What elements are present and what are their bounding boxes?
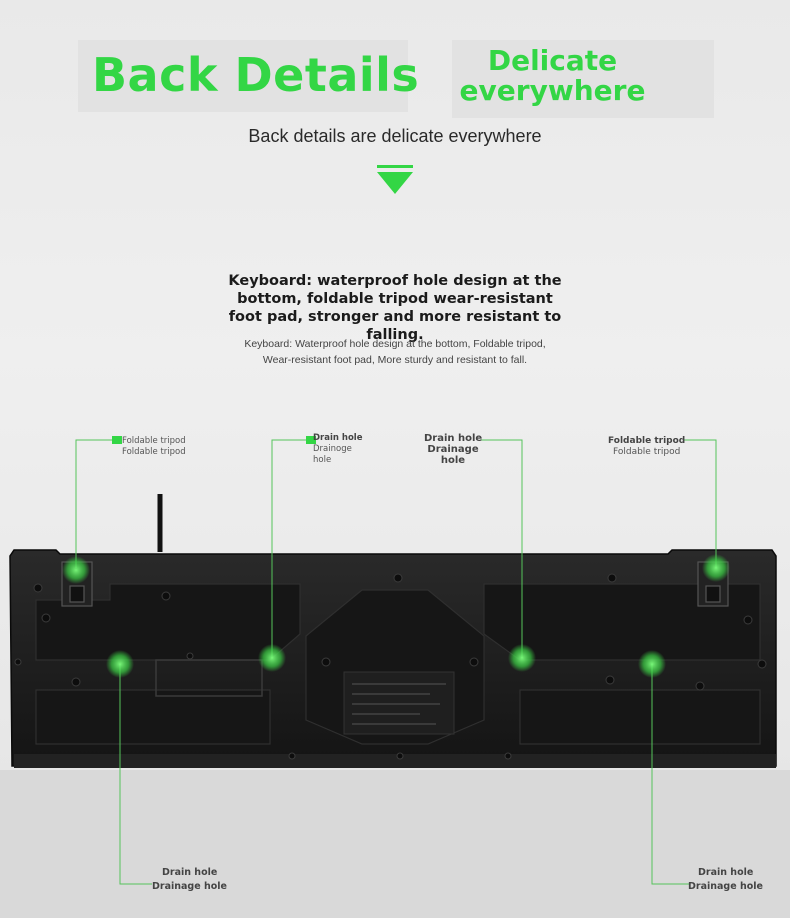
title-panel <box>78 40 408 112</box>
callout-label: Drainage <box>427 444 479 455</box>
highlight-glows <box>62 554 730 678</box>
left-label-plate <box>155 659 263 697</box>
floor-background <box>0 770 790 918</box>
callout-label: Drain hole <box>313 433 363 443</box>
callout-right-tripod: Foldable tripod Foldable tripod <box>608 436 685 458</box>
down-arrow-icon <box>377 165 413 194</box>
side-title: Delicate everywhere <box>459 44 646 107</box>
callout-marker <box>112 436 122 444</box>
callout-label: hole <box>313 455 332 465</box>
page-title: Back Details <box>92 48 420 102</box>
callout-label: hole <box>440 455 466 466</box>
callout-marker <box>306 436 316 444</box>
callout-label: Drain hole <box>162 867 218 878</box>
callout-left-tripod: Foldable tripod Foldable tripod <box>122 436 186 458</box>
description-line-2: Wear-resistant foot pad, More sturdy and… <box>262 354 528 366</box>
product-label-text-marks <box>352 683 446 725</box>
description-line-1: Keyboard: Waterproof hole design at the … <box>244 338 546 350</box>
feature-heading: Keyboard: waterproof hole design at the … <box>228 273 562 343</box>
callout-left-drain: Drain hole Drainoge hole <box>313 433 362 466</box>
subtitle: Back details are delicate everywhere <box>248 126 542 146</box>
callout-bottom-right-drain: Drain hole Drainage hole <box>688 866 763 894</box>
feature-description: Keyboard: Waterproof hole design at the … <box>220 336 570 368</box>
callout-label: Foldable tripod <box>122 436 186 446</box>
callout-center-drain: Drain hole Drainage hole <box>424 433 482 466</box>
callout-label: Drainage hole <box>152 881 227 892</box>
keyboard-edge <box>14 754 776 768</box>
callout-label: Drain hole <box>424 433 483 444</box>
screw-icons <box>14 573 767 760</box>
callout-label: Foldable tripod <box>122 447 186 457</box>
callout-label: Foldable tripod <box>608 436 686 446</box>
callout-label: Foldable tripod <box>613 447 681 457</box>
callout-label: Drainoge <box>313 444 352 454</box>
callout-lines <box>75 439 717 885</box>
side-title-panel <box>452 40 714 118</box>
callout-label: Drain hole <box>698 867 754 878</box>
callout-label: Drainage hole <box>688 881 763 892</box>
callout-bottom-left-drain: Drain hole Drainage hole <box>152 866 227 894</box>
